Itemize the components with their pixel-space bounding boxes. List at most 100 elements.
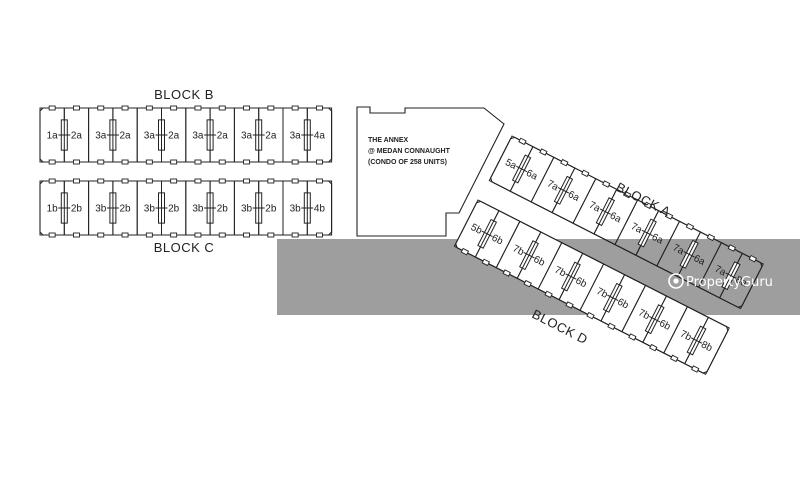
- block-b-title: BLOCK B: [154, 87, 214, 102]
- block-c-unit-notch: [73, 178, 80, 184]
- block-c-unit-notch: [291, 178, 299, 184]
- block-b-unit-notch: [48, 105, 56, 111]
- block-d-unit-notch: [523, 279, 532, 288]
- block-b-unit-notch: [48, 159, 56, 165]
- watermark: PropertyGuru: [668, 273, 773, 290]
- block-a-unit-label: 6a: [524, 168, 539, 183]
- block-c-unit-notch: [291, 232, 299, 238]
- block-b-unit-notch: [97, 105, 105, 111]
- block-b-unit-notch: [316, 105, 323, 111]
- block-a-unit-label: 8a: [734, 274, 749, 289]
- block-a-unit-label: 6a: [566, 189, 581, 204]
- block-b-unit-notch: [194, 159, 202, 165]
- block-b-unit-label: 3a: [241, 131, 253, 142]
- block-d-unit-label: 7b: [636, 307, 651, 322]
- propertyguru-logo-icon: [668, 273, 684, 289]
- block-c-unit-notch: [218, 178, 226, 184]
- block-c-unit-notch: [145, 178, 153, 184]
- block-c-title: BLOCK C: [154, 240, 215, 255]
- block-b-unit-notch: [145, 159, 153, 165]
- block-b-unit-notch: [291, 105, 299, 111]
- block-b-unit-label: 2a: [119, 131, 131, 142]
- block-c-unit-notch: [243, 178, 251, 184]
- block-d-unit-label: 5b: [469, 222, 484, 237]
- block-b-unit-notch: [170, 159, 178, 165]
- block-b-unit-notch: [97, 159, 105, 165]
- block-c-unit-label: 2b: [168, 204, 180, 215]
- block-d-unit-label: 8b: [699, 339, 714, 354]
- block-b-unit-notch: [218, 105, 226, 111]
- block-b-unit-notch: [267, 105, 275, 111]
- block-c-unit-notch: [121, 232, 129, 238]
- block-d-unit-label: 7b: [678, 329, 693, 344]
- block-c-unit-notch: [73, 232, 80, 238]
- block-b-unit-notch: [194, 105, 202, 111]
- block-a-unit-notch: [581, 169, 590, 178]
- block-c-unit-notch: [97, 178, 105, 184]
- block-b-unit-label: 2a: [168, 131, 180, 142]
- block-c-unit-label: 3b: [192, 204, 204, 215]
- annex-line-1: THE ANNEX: [368, 137, 409, 144]
- block-a-unit-label: 6a: [608, 210, 623, 225]
- block-c-unit-notch: [267, 232, 275, 238]
- block-b-unit-notch: [121, 105, 129, 111]
- block-b-unit-notch: [121, 159, 129, 165]
- block-d-unit-notch: [460, 247, 470, 256]
- block-a-unit-label: 6a: [692, 253, 707, 268]
- block-a-unit-notch: [664, 212, 674, 220]
- block-c-unit-notch: [194, 178, 202, 184]
- block-a-unit-notch: [685, 222, 695, 231]
- block-c-unit-label: 3b: [241, 204, 253, 215]
- block-d-unit-label: 6b: [573, 275, 588, 290]
- block-d-unit-notch: [565, 301, 574, 309]
- block-c-unit-notch: [194, 232, 202, 238]
- block-d-unit-label: 7b: [511, 243, 526, 258]
- block-c-unit-notch: [170, 232, 178, 238]
- block-c-unit-label: 4b: [314, 204, 326, 215]
- block-c-unit-notch: [97, 232, 105, 238]
- block-b-unit-label: 4a: [314, 131, 326, 142]
- block-c-unit-label: 3b: [95, 204, 107, 215]
- block-c-unit-label: 2b: [71, 204, 83, 215]
- block-c-unit-label: 2b: [217, 204, 229, 215]
- block-c-unit-label: 2b: [119, 204, 131, 215]
- annex-line-3: (CONDO OF 258 UNITS): [368, 159, 447, 166]
- block-b-unit-label: 1a: [47, 131, 59, 142]
- block-d-unit-label: 7b: [553, 265, 568, 280]
- block-b-unit-notch: [145, 105, 153, 111]
- block-c-unit-notch: [243, 232, 251, 238]
- block-d-unit-label: 6b: [615, 297, 630, 312]
- block-d-unit-notch: [481, 258, 490, 267]
- block-a-unit-notch: [518, 137, 527, 146]
- block-c-unit-notch: [316, 232, 323, 238]
- block-a-unit-notch: [622, 190, 632, 199]
- block-a-unit-label: 6a: [650, 232, 665, 247]
- block-a-unit-notch: [727, 244, 737, 252]
- block-d-unit-label: 6b: [657, 318, 672, 333]
- block-a-unit-label: 7a: [629, 221, 644, 236]
- block-b-unit-notch: [170, 105, 178, 111]
- block-b-unit-label: 2a: [265, 131, 277, 142]
- block-d-unit-notch: [544, 290, 553, 299]
- block-c-unit-notch: [218, 232, 226, 238]
- block-c-unit-notch: [170, 178, 178, 184]
- block-a-unit-notch: [602, 180, 611, 188]
- block-b-unit-notch: [267, 159, 275, 165]
- block-a-unit-notch: [539, 148, 548, 156]
- block-a-unit-notch: [643, 201, 653, 210]
- block-b-unit-label: 3a: [144, 131, 156, 142]
- block-c-unit-label: 1b: [47, 204, 59, 215]
- block-d-unit-label: 6b: [490, 233, 505, 248]
- block-c-unit-notch: [121, 178, 129, 184]
- block-b-unit-label: 3a: [290, 131, 302, 142]
- block-d-unit-notch: [628, 333, 637, 341]
- block-d-unit-notch: [502, 269, 511, 277]
- block-a-title: BLOCK A: [614, 179, 674, 219]
- block-a-unit-notch: [706, 233, 716, 242]
- block-c-unit-notch: [145, 232, 153, 238]
